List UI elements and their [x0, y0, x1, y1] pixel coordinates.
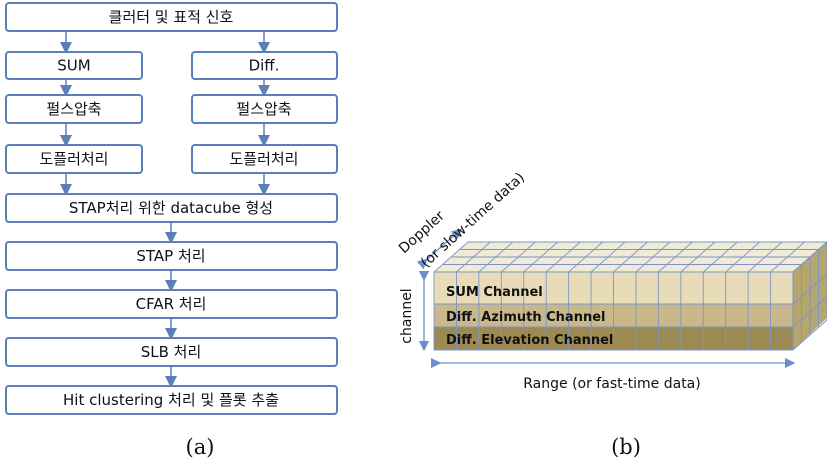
grid-side-horizontal [792, 273, 827, 305]
box-cfar-label: CFAR 처리 [136, 295, 207, 313]
box-doppler-left [5, 144, 143, 174]
box-sum [5, 51, 143, 80]
box-hit-clustering-label: Hit clustering 처리 및 플롯 추출 [63, 391, 279, 409]
grid-side-horizontal [792, 241, 827, 273]
box-doppler-right-label: 도플러처리 [229, 150, 298, 168]
box-pulse-compression-left [5, 94, 143, 124]
flowchart: 클러터 및 표적 신호 SUM 펄스압축 도플러처리 Diff. 펄스압축 도플… [5, 2, 338, 459]
box-slb-label: SLB 처리 [141, 343, 202, 361]
layer-diff-elevation-label: Diff. Elevation Channel [446, 333, 613, 348]
doppler-axis-arrow [416, 228, 462, 270]
layer-diff-azimuth-label: Diff. Azimuth Channel [446, 310, 605, 325]
box-diff-label: Diff. [249, 57, 280, 75]
box-datacube-formation-label: STAP처리 위한 datacube 형성 [69, 199, 273, 217]
box-sum-label: SUM [57, 57, 90, 75]
channel-axis-label: channel [399, 288, 415, 343]
box-doppler-left-label: 도플러처리 [39, 150, 108, 168]
caption-b: (b) [611, 435, 641, 459]
layer-sum-label: SUM Channel [446, 285, 543, 300]
grid-side-horizontal [792, 296, 827, 328]
box-stap-label: STAP 처리 [136, 247, 205, 265]
box-input-signal-label: 클러터 및 표적 신호 [109, 8, 234, 26]
range-axis-label: Range (or fast-time data) [523, 376, 700, 392]
box-hit-clustering [5, 385, 338, 415]
box-input-signal [5, 2, 338, 32]
box-pulse-compression-left-label: 펄스압축 [46, 100, 101, 118]
cube-grid [433, 241, 827, 351]
box-pulse-compression-right-label: 펄스압축 [236, 100, 291, 118]
datacube-illustration: SUM Channel Diff. Azimuth Channel Diff. … [396, 170, 827, 459]
grid-side-horizontal [792, 319, 827, 351]
caption-a: (a) [186, 435, 215, 459]
